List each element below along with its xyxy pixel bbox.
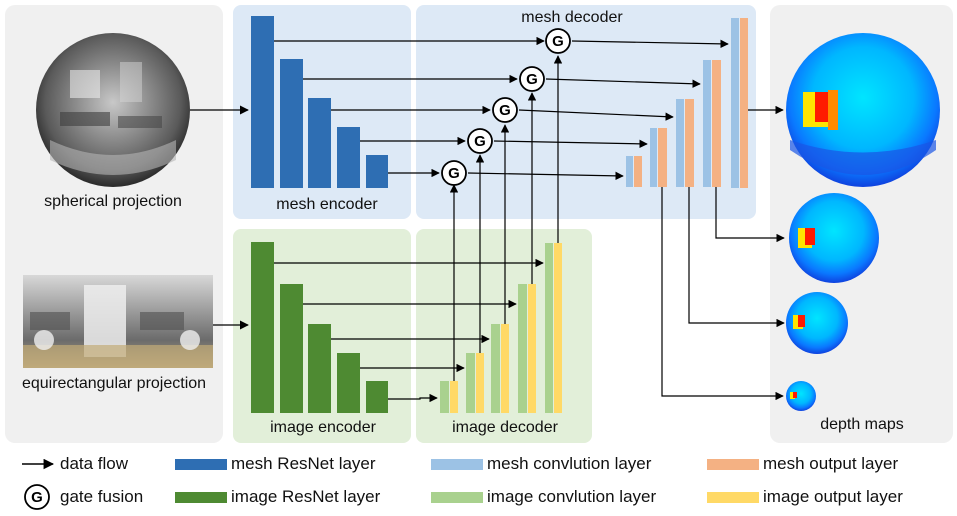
image-encoder-label: image encoder	[270, 419, 376, 436]
gate-symbol: G	[31, 489, 43, 506]
legend-image-conv-swatch	[431, 492, 483, 503]
gate-to-decoder-connections	[467, 39, 729, 181]
mesh-output-layer-5	[740, 18, 748, 188]
mesh-decoder-bars	[626, 18, 748, 188]
image-resnet-layer-4	[337, 353, 360, 413]
legend-image-resnet: image ResNet layer	[231, 487, 381, 506]
depth-maps-label: depth maps	[820, 416, 904, 433]
gate-symbol: G	[526, 71, 538, 88]
legend-mesh-output: mesh output layer	[763, 454, 899, 473]
image-conv-layer-4	[518, 284, 527, 413]
mesh-decoder-panel	[416, 5, 756, 219]
mesh-conv-layer-1	[626, 156, 633, 187]
mesh-output-layer-1	[634, 156, 642, 187]
mesh-resnet-layer-5	[366, 155, 388, 188]
mesh-output-layer-3	[685, 99, 694, 187]
mesh-conv-layer-4	[703, 60, 711, 187]
equirectangular-projection-label: equirectangular projection	[21, 375, 207, 392]
image-encoder-bars	[251, 242, 388, 413]
legend-gate-fusion-symbol: G	[24, 484, 50, 510]
legend-image-output: image output layer	[763, 487, 903, 506]
depth-map-medium	[789, 193, 879, 283]
image-output-layer-3	[501, 324, 509, 413]
legend-image-conv: image convlution layer	[487, 487, 657, 506]
image-conv-layer-3	[491, 324, 500, 413]
image-to-gate-connections	[449, 55, 563, 381]
legend-mesh-output-swatch	[707, 459, 759, 470]
mesh-resnet-layer-1	[251, 16, 274, 188]
spherical-projection-image	[36, 33, 190, 187]
legend-gate-fusion: gate fusion	[60, 487, 144, 506]
legend-image-resnet-swatch	[175, 492, 227, 503]
image-output-layer-1	[450, 381, 458, 413]
image-conv-layer-1	[440, 381, 449, 413]
image-output-layer-5	[554, 243, 562, 413]
gate-symbol: G	[474, 133, 486, 150]
legend-mesh-resnet: mesh ResNet layer	[231, 454, 376, 473]
gate-fusion-node-1: G	[545, 28, 571, 54]
legend-mesh-resnet-swatch	[175, 459, 227, 470]
image-resnet-layer-2	[280, 284, 303, 413]
mesh-conv-layer-2	[650, 128, 657, 187]
image-resnet-layer-3	[308, 324, 331, 413]
image-output-layer-2	[476, 353, 484, 413]
mesh-encoder-bars	[251, 16, 388, 188]
depth-map-tiny	[786, 381, 816, 411]
gate-fusion-node-2: G	[519, 66, 545, 92]
output-connections	[661, 105, 785, 401]
mesh-resnet-layer-3	[308, 98, 331, 188]
legend-image-output-swatch	[707, 492, 759, 503]
image-resnet-layer-1	[251, 242, 274, 413]
image-resnet-layer-5	[366, 381, 388, 413]
gate-symbol: G	[552, 33, 564, 50]
mesh-encoder-label: mesh encoder	[276, 196, 378, 213]
image-decoder-bars	[440, 243, 562, 413]
mesh-decoder-label: mesh decoder	[521, 9, 623, 26]
mesh-output-layer-4	[712, 60, 721, 187]
image-conv-layer-5	[545, 243, 553, 413]
depth-map-large	[786, 33, 940, 187]
image-conv-layer-2	[466, 353, 475, 413]
mesh-resnet-layer-2	[280, 59, 303, 188]
gate-symbol: G	[448, 165, 460, 182]
gate-fusion-node-3: G	[492, 97, 518, 123]
depth-maps	[786, 33, 940, 411]
image-decoder-label: image decoder	[452, 419, 558, 436]
legend-mesh-conv: mesh convlution layer	[487, 454, 652, 473]
mesh-resnet-layer-4	[337, 127, 360, 188]
depth-map-small	[786, 292, 848, 354]
spherical-projection-label: spherical projection	[44, 193, 182, 210]
mesh-conv-layer-5	[731, 18, 739, 188]
legend-mesh-conv-swatch	[431, 459, 483, 470]
mesh-conv-layer-3	[676, 99, 684, 187]
gate-fusion-node-4: G	[467, 128, 493, 154]
image-output-layer-4	[528, 284, 536, 413]
equirectangular-projection-image	[23, 275, 213, 368]
mesh-to-gate-connections	[274, 36, 545, 178]
gate-symbol: G	[499, 102, 511, 119]
legend-data-flow: data flow	[60, 454, 129, 473]
mesh-output-layer-2	[658, 128, 667, 187]
gate-fusion-node-5: G	[441, 160, 467, 186]
legend-graphics: G	[22, 458, 759, 510]
gate-fusion-nodes: G G G G G	[441, 28, 571, 186]
